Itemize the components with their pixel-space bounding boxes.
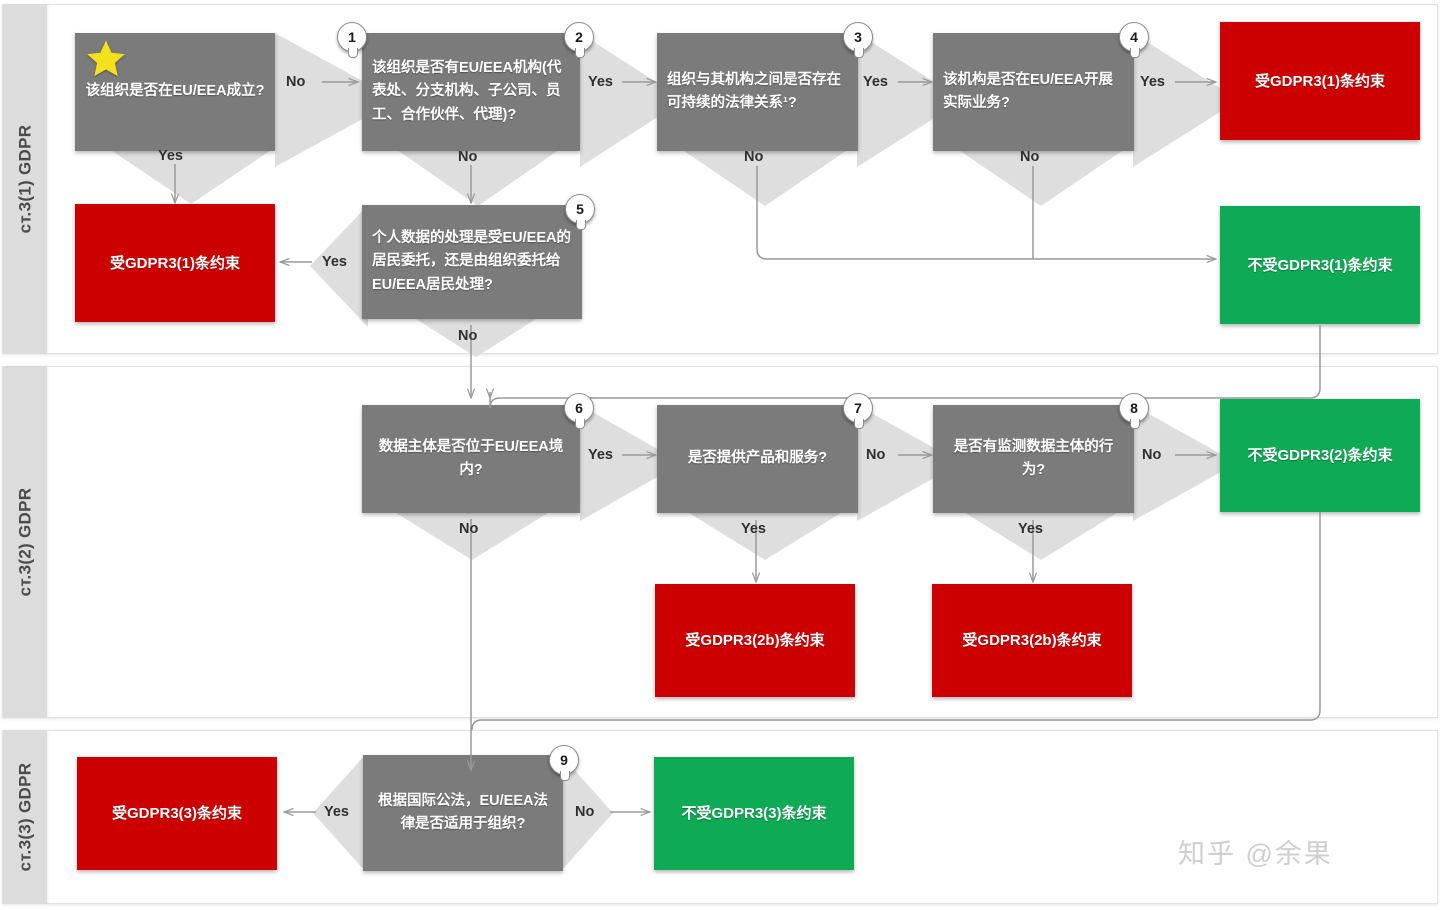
terminal-text: 受GDPR3(2b)条约束 [685, 632, 825, 649]
node-badge-7: 7 [843, 393, 873, 429]
node-badge-3: 3 [843, 22, 873, 58]
terminal-text: 受GDPR3(1)条约束 [109, 254, 240, 272]
decision-node-6-box[interactable]: 数据主体是否位于EU/EEA境内? [362, 405, 580, 513]
badge-number: 8 [1130, 400, 1138, 416]
terminal-subject-gdpr31-a[interactable]: 受GDPR3(1)条约束 [75, 204, 275, 322]
terminal-text: 不受GDPR3(1)条约束 [1247, 256, 1393, 274]
terminal-subject-gdpr33[interactable]: 受GDPR3(3)条约束 [77, 757, 277, 870]
edge-label-n2-yes: Yes [588, 74, 613, 90]
lane-label-art3-2: ст.3(2) GDPR [3, 367, 47, 717]
decision-node-2-text: 该组织是否有EU/EEA机构(代表处、分支机构、子公司、员工、合作伙伴、代理)? [372, 59, 562, 123]
decision-node-8[interactable]: 是否有监测数据主体的行为? 8 [933, 393, 1237, 560]
decision-node-7-box[interactable]: 是否提供产品和服务? [657, 405, 858, 513]
lane-label-text: ст.3(3) GDPR [15, 762, 34, 872]
terminal-text: 受GDPR3(3)条约束 [111, 805, 242, 822]
edge-label-n2-no: No [458, 149, 478, 165]
decision-node-9-text: 根据国际公法，EU/EEA法律是否适用于组织? [378, 792, 548, 832]
terminal-text: 受GDPR3(2b)条约束 [962, 632, 1102, 649]
badge-number: 7 [854, 400, 862, 416]
decision-node-9[interactable]: 根据国际公法，EU/EEA法律是否适用于组织? 9 [313, 745, 613, 871]
terminal-text: 不受GDPR3(3)条约束 [681, 805, 827, 822]
lane-label-art3-3: ст.3(3) GDPR [3, 731, 47, 903]
node-badge-2: 2 [564, 22, 594, 58]
star-icon [87, 40, 125, 77]
edge-label-n8-yes: Yes [1018, 521, 1043, 537]
edge-label-n5-yes: Yes [322, 254, 347, 270]
terminal-not-subject-gdpr31[interactable]: 不受GDPR3(1)条约束 [1220, 206, 1420, 324]
terminal-subject-gdpr32b-a[interactable]: 受GDPR3(2b)条约束 [655, 584, 855, 697]
terminal-not-subject-gdpr32[interactable]: 不受GDPR3(2)条约束 [1220, 399, 1420, 512]
decision-node-8-box[interactable]: 是否有监测数据主体的行为? [933, 405, 1134, 513]
edge-label-n8-no: No [1142, 447, 1162, 463]
terminal-text: 不受GDPR3(2)条约束 [1247, 447, 1393, 464]
edge-label-n5-no: No [458, 328, 478, 344]
lane-label-text: ст.3(2) GDPR [15, 487, 34, 597]
decision-node-2[interactable]: 该组织是否有EU/EEA机构(代表处、分支机构、子公司、员工、合作伙伴、代理)?… [362, 18, 684, 218]
edge-label-n7-yes: Yes [741, 521, 766, 537]
badge-number: 3 [854, 29, 862, 45]
decision-node-4-box[interactable]: 该机构是否在EU/EEA开展实际业务? [933, 33, 1134, 151]
decision-node-6[interactable]: 数据主体是否位于EU/EEA境内? 6 [362, 393, 682, 560]
edge-label-n1-yes: Yes [158, 148, 183, 164]
edge-label-n4-no: No [1020, 149, 1040, 165]
edge-label-n6-no: No [459, 521, 479, 537]
badge-number: 5 [576, 201, 584, 217]
edge-label-n6-yes: Yes [588, 447, 613, 463]
watermark: 知乎 @余果 [1178, 839, 1333, 869]
edge-label-n3-yes: Yes [863, 74, 888, 90]
decision-node-7[interactable]: 是否提供产品和服务? 7 [657, 393, 961, 560]
edge-label-n4-yes: Yes [1140, 74, 1165, 90]
decision-node-6-text: 数据主体是否位于EU/EEA境内? [378, 438, 564, 478]
badge-number: 4 [1130, 29, 1138, 45]
edge-label-n9-yes: Yes [324, 804, 349, 820]
edge-label-n1-no: No [286, 74, 306, 90]
node-badge-6: 6 [564, 393, 594, 429]
decision-node-5-text: 个人数据的处理是受EU/EEA的居民委托，还是由组织委托给EU/EEA居民处理? [372, 229, 571, 293]
badge-number: 6 [575, 400, 583, 416]
terminal-subject-gdpr31-b[interactable]: 受GDPR3(1)条约束 [1220, 22, 1420, 140]
decision-node-4-text: 该机构是否在EU/EEA开展实际业务? [943, 71, 1113, 111]
badge-number: 2 [575, 29, 583, 45]
lane-label-text: ст.3(1) GDPR [15, 124, 34, 234]
decision-node-8-text: 是否有监测数据主体的行为? [953, 438, 1114, 478]
node-badge-9: 9 [549, 745, 579, 781]
node-badge-8: 8 [1119, 393, 1149, 429]
decision-node-1[interactable]: 该组织是否在EU/EEA成立? 1 [75, 18, 397, 218]
edge-label-n7-no: No [866, 447, 886, 463]
decision-node-3-box[interactable]: 组织与其机构之间是否存在可持续的法律关系¹? [657, 33, 858, 151]
lane-label-art3-1: ст.3(1) GDPR [3, 5, 47, 353]
terminal-not-subject-gdpr33[interactable]: 不受GDPR3(3)条约束 [654, 757, 854, 870]
decision-node-5-box[interactable]: 个人数据的处理是受EU/EEA的居民委托，还是由组织委托给EU/EEA居民处理? [362, 205, 582, 319]
edge-label-n3-no: No [744, 149, 764, 165]
decision-node-2-box[interactable]: 该组织是否有EU/EEA机构(代表处、分支机构、子公司、员工、合作伙伴、代理)? [362, 33, 580, 151]
terminal-text: 受GDPR3(1)条约束 [1254, 72, 1385, 90]
decision-node-1-text: 该组织是否在EU/EEA成立? [85, 83, 265, 100]
badge-number: 1 [348, 29, 356, 45]
node-badge-4: 4 [1119, 22, 1149, 58]
terminal-subject-gdpr32b-b[interactable]: 受GDPR3(2b)条约束 [932, 584, 1132, 697]
node-badge-1: 1 [337, 22, 367, 58]
badge-number: 9 [560, 752, 568, 768]
decision-node-5[interactable]: 个人数据的处理是受EU/EEA的居民委托，还是由组织委托给EU/EEA居民处理?… [310, 194, 595, 357]
decision-node-9-box[interactable]: 根据国际公法，EU/EEA法律是否适用于组织? [363, 755, 563, 871]
decision-node-3[interactable]: 组织与其机构之间是否存在可持续的法律关系¹? 3 [657, 18, 963, 218]
decision-node-4[interactable]: 该机构是否在EU/EEA开展实际业务? 4 [933, 18, 1239, 218]
edge-label-n9-no: No [575, 804, 595, 820]
decision-node-3-text: 组织与其机构之间是否存在可持续的法律关系¹? [667, 71, 841, 111]
decision-node-7-text: 是否提供产品和服务? [687, 450, 828, 467]
node-badge-5: 5 [565, 194, 595, 230]
